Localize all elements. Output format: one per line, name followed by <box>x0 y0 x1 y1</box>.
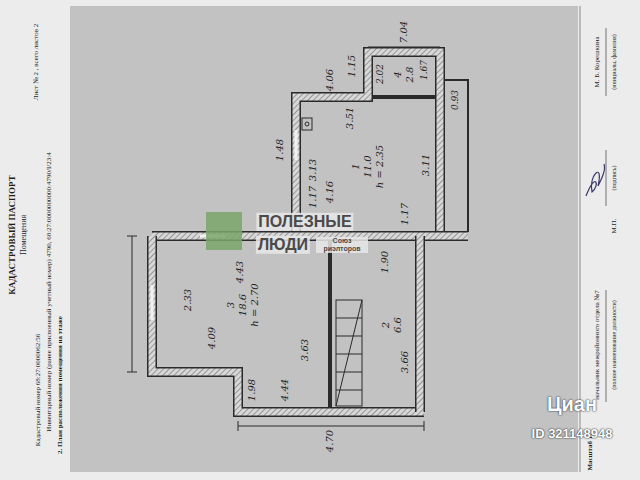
watermark: ПОЛЕЗНЫЕ <box>256 213 353 231</box>
room-value: h = 2.70 <box>249 283 261 326</box>
document-title: КАДАСТРОВЫЙ ПАСПОРТ <box>7 175 17 294</box>
wall-hatch <box>417 236 424 412</box>
room-number: 1 <box>350 163 362 169</box>
dimension: 3.51 <box>344 107 356 129</box>
sheet-number: Лист № 2 , всего листов 2 <box>32 24 40 100</box>
section-heading: 2. План расположения помещения на этаже <box>56 316 64 454</box>
room-number: 3 <box>225 302 237 308</box>
wall-hatch <box>296 52 440 236</box>
dimension: 2.33 <box>182 289 194 311</box>
window <box>151 285 154 320</box>
walls <box>152 52 468 412</box>
watermark: ЛЮДИ <box>256 236 310 254</box>
wall-hatch <box>152 236 424 412</box>
room-value: 11.0 <box>362 155 374 177</box>
field-caption: (полное наименование должности) <box>611 300 618 389</box>
subtitle: Помещения <box>19 215 28 255</box>
room-value: 18.6 <box>237 294 249 316</box>
field-caption: (инициалы, фамилия) <box>611 34 618 89</box>
field-line <box>606 28 607 96</box>
room: 26.6 <box>368 242 416 408</box>
dimension: 4.16 <box>324 181 336 203</box>
logo-square <box>206 212 242 250</box>
wall <box>152 236 424 412</box>
dimension: 1.17 <box>307 186 319 208</box>
dimension: 3.63 <box>299 339 311 361</box>
stair-step <box>336 336 362 337</box>
field-line <box>606 150 607 206</box>
signature-lines <box>606 28 607 402</box>
dimension: 1.90 <box>379 251 391 273</box>
watermark: Циан <box>545 393 599 416</box>
inventory-number: Инвентарный номер (ранее присвоенный уче… <box>45 152 53 431</box>
room-value: 2.8 <box>404 67 416 83</box>
position-title: начальник межрайонного отдела №7 <box>593 290 601 399</box>
room-number: 4 <box>392 71 404 77</box>
cadastral-number: Кадастровый номер 68:27:0000062:56 <box>34 334 42 446</box>
field-line <box>606 290 607 402</box>
dimension-tick <box>127 236 137 237</box>
dimension: 1.15 <box>346 55 358 77</box>
dimension: 4.70 <box>324 430 336 452</box>
outline-line <box>444 80 468 232</box>
dimension: 1.67 <box>419 60 429 80</box>
signer-name: М. Б. Корешкина <box>593 36 601 87</box>
stairs <box>336 300 362 406</box>
wall <box>415 236 425 412</box>
signature <box>586 164 605 196</box>
room-value: h = 2.35 <box>374 145 386 188</box>
plan-area <box>70 6 578 472</box>
dimension: 7.04 <box>398 21 410 43</box>
dimension: 4.44 <box>279 379 291 401</box>
field-caption: (подпись) <box>611 166 618 191</box>
dimension: 1.48 <box>274 139 286 161</box>
dimension: 4.43 <box>234 261 246 283</box>
dimension: 1.98 <box>246 379 258 401</box>
dimension-tick <box>127 372 137 373</box>
dimension-line <box>132 236 133 372</box>
dimension: 4.09 <box>206 327 218 349</box>
dimension: 2.02 <box>375 64 385 84</box>
dimension-tick <box>424 421 425 431</box>
burner-symbol <box>305 122 309 126</box>
partition <box>328 240 332 408</box>
dimension: 1.17 <box>399 203 411 225</box>
dimension-tick <box>238 421 239 431</box>
stair-step <box>336 372 362 373</box>
stairs-outline <box>336 300 362 406</box>
dimension: 3.11 <box>420 154 432 176</box>
stair-arrow <box>336 300 362 406</box>
dimension: 4.06 <box>324 69 336 91</box>
room-value: 6.6 <box>392 317 404 333</box>
dimension: 3.66 <box>399 351 411 373</box>
room-number: 2 <box>380 322 392 328</box>
dimension-line <box>238 426 424 427</box>
wall <box>296 52 440 236</box>
dimension: 0.93 <box>450 90 460 110</box>
stove-symbol <box>302 118 312 130</box>
partition <box>372 95 436 99</box>
dimension: 3.13 <box>307 159 319 181</box>
window <box>295 130 298 160</box>
stamp-place: М.П. <box>610 219 618 234</box>
watermark: ID 321148948 <box>530 427 615 442</box>
dimension-line <box>368 47 440 48</box>
dimension-lines <box>127 47 440 431</box>
watermark: Союз риэлторов <box>316 237 368 253</box>
